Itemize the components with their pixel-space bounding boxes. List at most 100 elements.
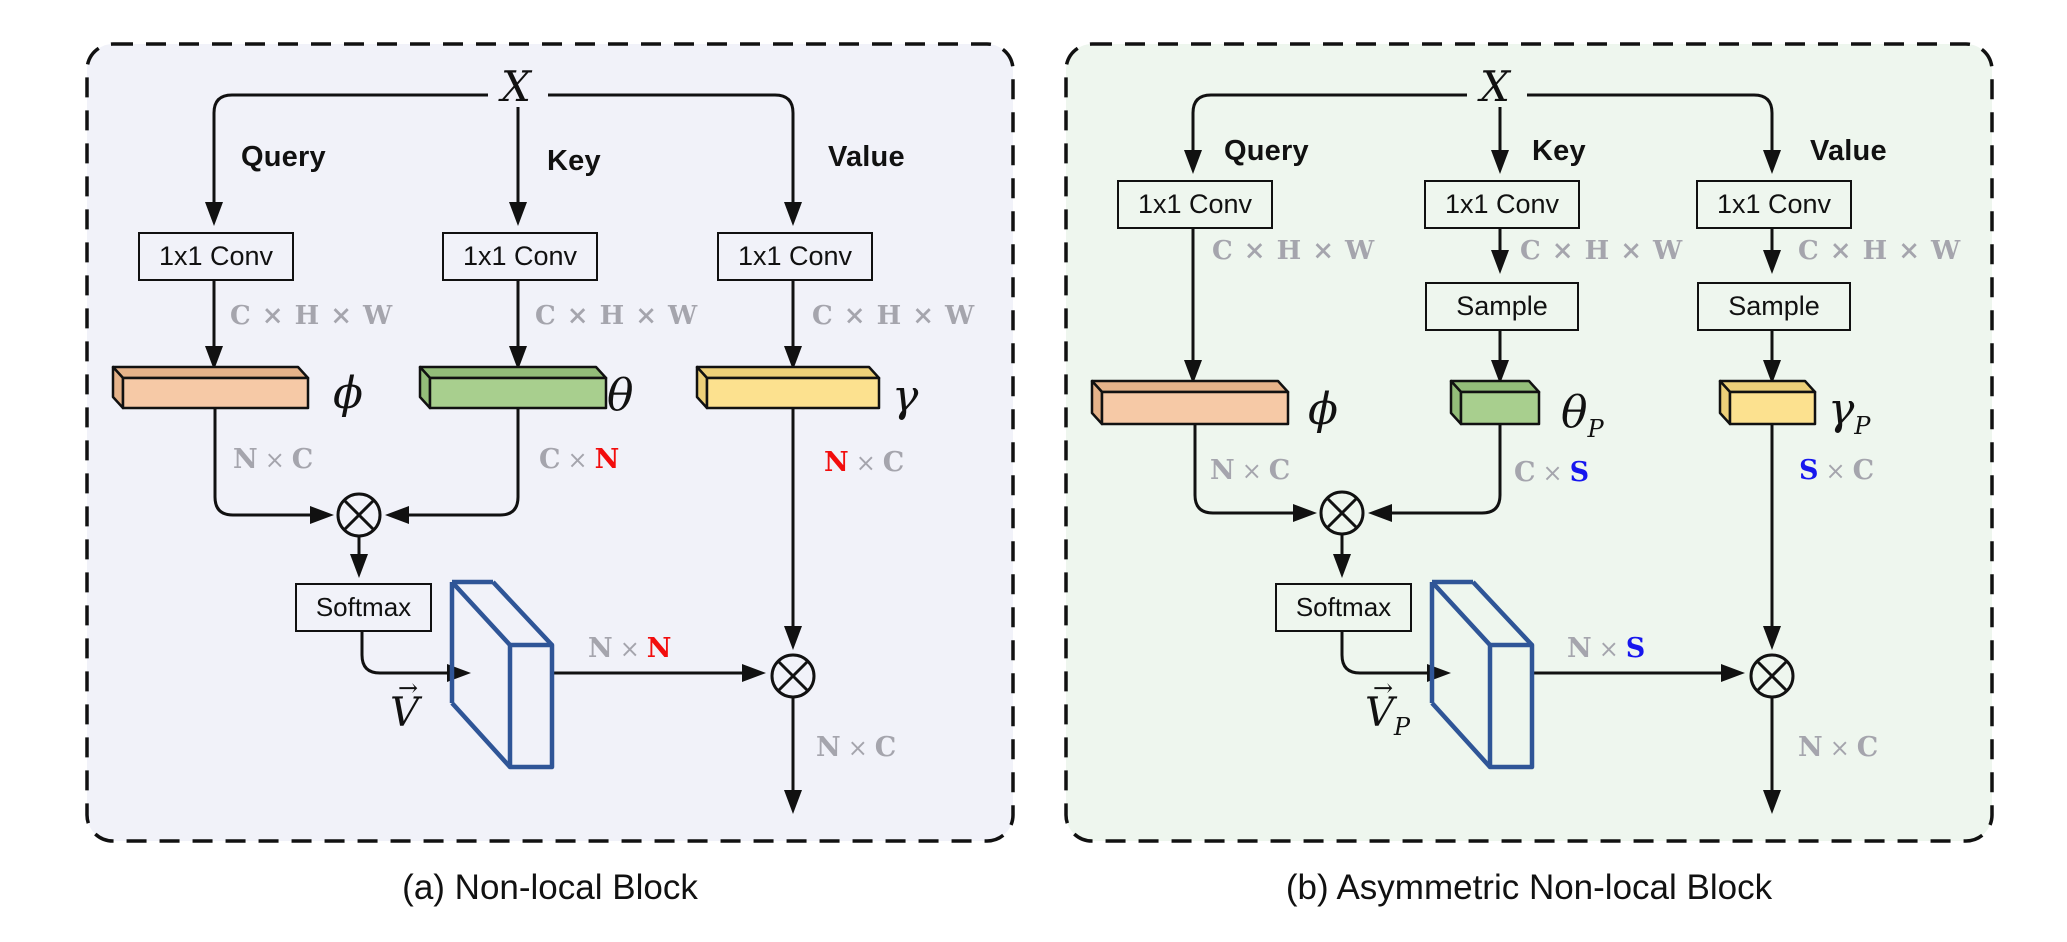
query-tensor-bar: [111, 365, 310, 410]
dim-token: N: [824, 447, 849, 478]
dim-token: S: [1569, 457, 1590, 488]
panel-b-arrows: [1184, 93, 1781, 814]
phi-to-matmul-arrow: [1193, 424, 1317, 522]
theta-symbol: θ: [1561, 387, 1588, 438]
value-tensor-bar: [695, 365, 881, 410]
softmax-to-matrix-arrow: [1340, 628, 1451, 682]
attention-map-label: →VP: [1365, 674, 1411, 741]
value-sample-box: Sample: [1697, 282, 1851, 331]
final-dim-label: N×C: [816, 732, 896, 763]
times-operator: ×: [1829, 734, 1850, 762]
softmax-box: Softmax: [1275, 583, 1412, 632]
softmax-box: Softmax: [295, 583, 432, 632]
attention-map-label: →V: [390, 674, 419, 741]
dim-token: N: [646, 633, 672, 664]
theta-tensor-label: θ: [607, 370, 634, 421]
dim-token: S: [1799, 455, 1819, 486]
times-operator: ×: [1825, 457, 1846, 485]
key-branch-label: Key: [547, 145, 601, 177]
times-operator: ×: [855, 449, 876, 477]
dim-token: C: [539, 444, 561, 475]
panel-b-wiring: [1064, 42, 1994, 843]
vector-arrow-glyph: →: [1373, 674, 1394, 702]
gamma-tensor-label: γ: [892, 371, 919, 422]
softmax-to-matrix-arrow: [360, 628, 471, 682]
attention-map-symbol: V: [390, 690, 419, 736]
dim-token: N: [588, 633, 613, 664]
query-conv-shape-label: C × H × W: [1212, 236, 1376, 266]
panel-asymmetric-nonlocal-block: X Query Key Value 1x1 Conv 1x1 Conv 1x1 …: [1062, 40, 1996, 845]
dim-token: N: [233, 444, 258, 475]
value-conv-shape-label: C × H × W: [812, 301, 976, 331]
dim-token: N: [594, 444, 620, 475]
key-conv-box: 1x1 Conv: [442, 232, 598, 281]
times-operator: ×: [264, 446, 285, 474]
times-operator: ×: [619, 635, 640, 663]
query-bar-dim-label: N×C: [233, 444, 313, 475]
key-conv-shape-label: C × H × W: [535, 301, 699, 331]
gamma-subscript: P: [1854, 411, 1871, 440]
phi-tensor-label: ϕ: [333, 368, 363, 419]
matmul-operator-2: [1749, 653, 1795, 699]
panel-nonlocal-block: X Query Key Value 1x1 Conv 1x1 Conv 1x1 …: [83, 40, 1017, 845]
query-branch-label: Query: [241, 141, 326, 173]
input-tensor-label: X: [501, 62, 531, 111]
attention-map-subscript: P: [1393, 713, 1411, 741]
times-operator: ×: [567, 446, 588, 474]
dim-token: C: [1856, 732, 1879, 763]
dim-token: C: [1852, 455, 1875, 486]
key-tensor-bar-sampled: [1449, 379, 1541, 426]
theta-subscript: P: [1587, 414, 1604, 443]
panel-a-arrows: [205, 93, 802, 814]
x-to-value-arrow: [1527, 93, 1781, 174]
query-branch-label: Query: [1224, 135, 1309, 167]
key-sample-box: Sample: [1425, 282, 1579, 331]
theta-to-matmul-arrow: [385, 408, 520, 524]
matmul-operator-2: [770, 653, 816, 699]
attention-matrix-3d: [449, 579, 555, 770]
query-tensor-bar: [1090, 379, 1290, 426]
query-bar-dim-label: N×C: [1210, 455, 1290, 486]
attention-out-dim-label: N×N: [588, 633, 671, 664]
times-operator: ×: [1241, 457, 1262, 485]
x-to-query-arrow: [205, 93, 488, 226]
dim-token: C: [874, 732, 897, 763]
x-to-value-arrow: [548, 93, 802, 226]
key-bar-dim-label: C×N: [539, 444, 619, 475]
query-conv-box: 1x1 Conv: [138, 232, 294, 281]
dim-token: N: [816, 732, 841, 763]
final-dim-label: N×C: [1798, 732, 1878, 763]
times-operator: ×: [1542, 459, 1563, 487]
matmul-operator-1: [336, 492, 382, 538]
value-bar-dim-label: S×C: [1799, 455, 1874, 486]
input-tensor-label: X: [1480, 62, 1510, 111]
value-branch-label: Value: [828, 141, 905, 173]
value-tensor-bar-sampled: [1718, 379, 1817, 426]
query-conv-box: 1x1 Conv: [1117, 180, 1273, 229]
gamma-symbol: γ: [1828, 384, 1855, 435]
key-conv-box: 1x1 Conv: [1424, 180, 1580, 229]
panel-b-dashed-border: [1064, 42, 1994, 843]
caption-b: (b) Asymmetric Non-local Block: [1285, 868, 1773, 907]
dim-token: C: [291, 444, 314, 475]
phi-to-matmul-arrow: [213, 408, 334, 524]
dim-token: S: [1625, 633, 1646, 664]
attention-out-dim-label: N×S: [1567, 633, 1645, 664]
times-operator: ×: [1598, 635, 1619, 663]
phi-tensor-label: ϕ: [1308, 384, 1338, 435]
x-to-query-arrow: [1184, 93, 1467, 174]
dim-token: N: [1798, 732, 1823, 763]
value-conv-shape-label: C × H × W: [1798, 236, 1962, 266]
dim-token: C: [1268, 455, 1291, 486]
gamma-p-tensor-label: γP: [1828, 384, 1870, 440]
query-conv-shape-label: C × H × W: [230, 301, 394, 331]
key-bar-dim-label: C×S: [1514, 457, 1589, 488]
value-conv-box: 1x1 Conv: [1696, 180, 1852, 229]
key-branch-label: Key: [1532, 135, 1586, 167]
key-tensor-bar: [418, 365, 608, 410]
dim-token: N: [1567, 633, 1592, 664]
dim-token: N: [1210, 455, 1235, 486]
attention-matrix-3d: [1429, 579, 1535, 770]
value-bar-dim-label: N×C: [824, 447, 904, 478]
